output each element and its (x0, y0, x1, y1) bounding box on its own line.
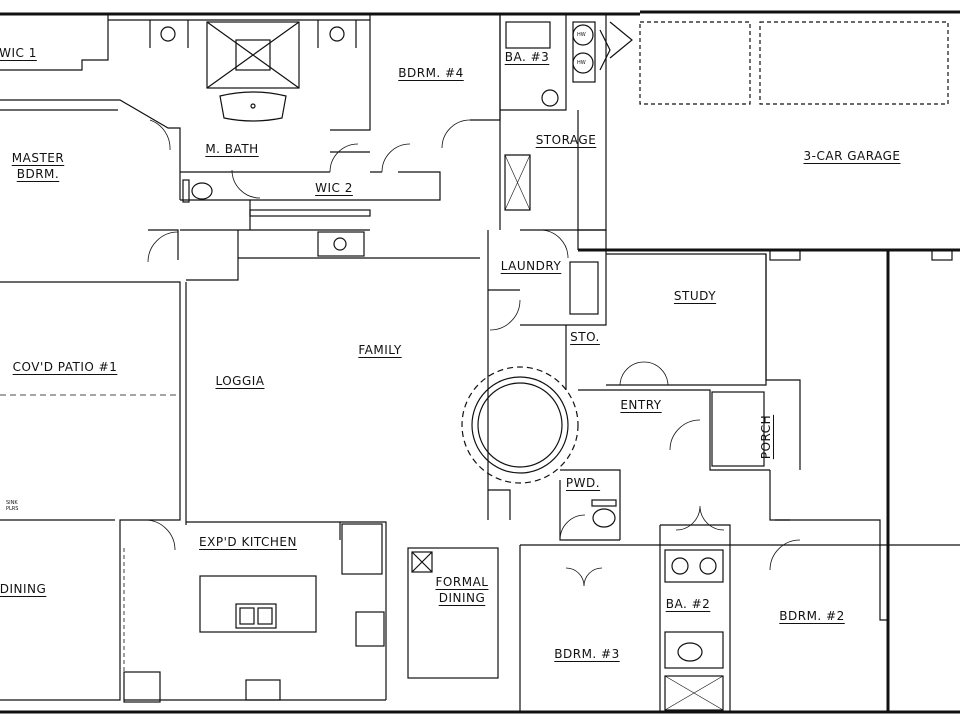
kitchen-walls (123, 521, 387, 703)
room-label-storage: STORAGE (535, 133, 597, 147)
room-label-wic-2: WIC 2 (315, 181, 353, 195)
room-label-study: STUDY (673, 289, 717, 303)
family-walls (0, 230, 480, 701)
room-label-formal-dining: FORMAL DINING (435, 575, 489, 605)
room-label-bedroom-2: BDRM. #2 (779, 609, 845, 623)
room-label-porch: PORCH (759, 414, 773, 460)
room-label-master-bedroom: MASTER BDRM. (11, 151, 65, 181)
room-label-bath-2: BA. #2 (665, 597, 711, 611)
plumbing-note: SINK PLRS (6, 500, 19, 512)
room-label-bedroom-4: BDRM. #4 (398, 66, 464, 80)
room-label-loggia: LOGGIA (215, 374, 265, 388)
room-label-entry: ENTRY (620, 398, 662, 412)
room-label-storage-closet: STO. (570, 330, 600, 344)
laundry-study-walls (487, 229, 801, 520)
bedroom-2-walls (769, 519, 888, 621)
room-label-family: FAMILY (358, 343, 402, 357)
rotunda (461, 366, 790, 540)
room-label-3-car-garage: 3-CAR GARAGE (803, 149, 901, 163)
room-label-expanded-kitchen: EXP'D KITCHEN (199, 535, 297, 549)
room-label-powder: PWD. (565, 476, 601, 490)
water-heater-label-1: HW (577, 32, 586, 38)
garage-walls (578, 14, 953, 261)
bedroom-4-walls (370, 13, 611, 250)
master-suite-walls (0, 14, 371, 263)
room-label-bedroom-3: BDRM. #3 (554, 647, 620, 661)
water-heater-label-2: HW (577, 60, 586, 66)
formal-dining-walls (407, 547, 499, 679)
bath-2-walls (659, 505, 731, 712)
room-label-laundry: LAUNDRY (500, 259, 562, 273)
room-label-wic-1: WIC 1 (0, 46, 37, 60)
room-label-master-bath: M. BATH (205, 142, 259, 156)
room-label-bath-3: BA. #3 (504, 50, 550, 64)
room-label-dining: DINING (0, 582, 47, 596)
outer-walls (0, 10, 960, 714)
powder-and-hall-walls (488, 480, 960, 712)
room-label-covered-patio: COV'D PATIO #1 (12, 360, 118, 374)
